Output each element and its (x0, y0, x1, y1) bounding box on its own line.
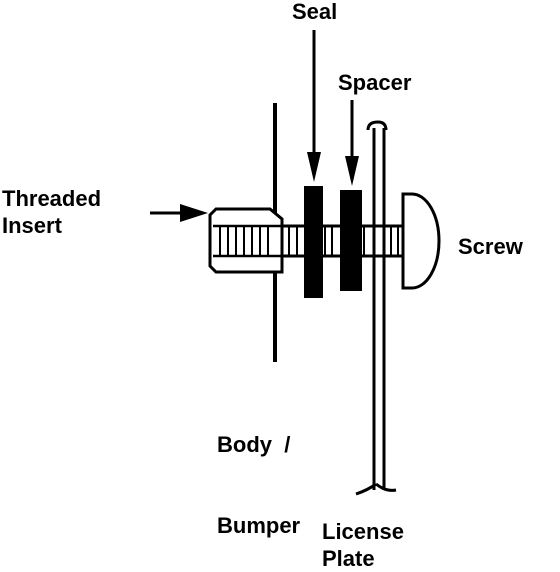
license-plate-label: License Plate (322, 518, 404, 572)
threaded-insert-label: Threaded Insert (2, 185, 101, 239)
license-plate (355, 120, 397, 496)
body-bumper-label-line1: Body / (217, 432, 291, 457)
seal-label: Seal (292, 0, 338, 24)
body-bumper-label-line2: Bumper (217, 513, 301, 538)
screw-label: Screw (458, 234, 523, 259)
spacer (340, 190, 362, 291)
license-plate-label-line2: Plate (322, 546, 375, 571)
body-bumper-label: Body / Bumper (217, 377, 300, 566)
threaded-insert-arrow (150, 204, 208, 222)
seal-arrow (307, 30, 321, 182)
license-plate-label-line1: License (322, 519, 404, 544)
threaded-insert-label-line2: Insert (2, 213, 62, 238)
seal (304, 186, 323, 298)
spacer-arrow (345, 100, 359, 186)
screw-head (401, 192, 441, 290)
threaded-insert-label-line1: Threaded (2, 186, 102, 211)
threaded-insert (208, 207, 284, 274)
spacer-label: Spacer (338, 70, 412, 95)
